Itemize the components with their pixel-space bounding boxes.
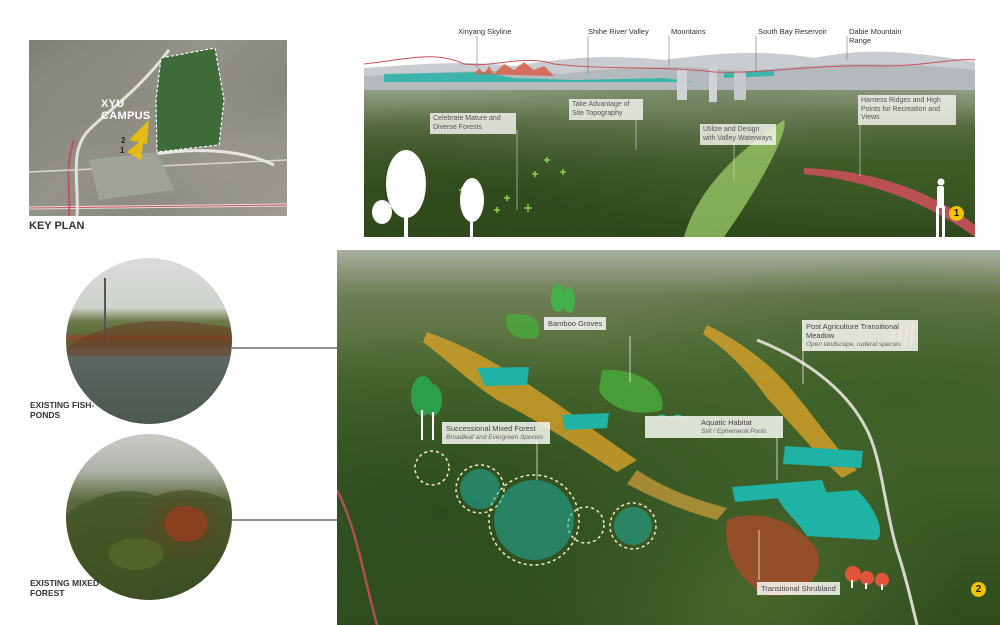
key-plan-overlay [29,47,287,216]
label-aquatic-habitat: Aquatic Habitat Still / Ephemeral Pools [645,416,783,438]
skyline-label-dabie: Dabie Mountain Range [849,27,902,45]
aerial-view: Bamboo Groves Post Agriculture Transitio… [337,250,1000,625]
forest-label-line2: FOREST [30,588,65,598]
meadow-title: Post Agriculture Transitional Meadow [806,322,899,340]
aquatic-subtitle: Still / Ephemeral Pools [701,428,767,435]
forest-title: Successional Mixed Forest [446,424,536,433]
callout-ridges: Harness Ridges and High Points for Recre… [858,95,956,125]
skyline-label-mountains: Mountains [671,27,706,36]
skyline-label-shihe-river: Shihe River Valley [588,27,649,36]
forest-subtitle: Broadleaf and Evergreen Species [446,434,544,441]
skyline-label-xinyang: Xinyang Skyline [458,27,512,36]
forest-label-line1: EXISTING MIXED [30,578,99,588]
label-transitional-shrubland: Transitional Shrubland [757,582,840,595]
panorama-number-badge: 1 [949,206,964,221]
fishponds-photo [66,258,232,424]
label-bamboo-groves: Bamboo Groves [544,317,607,330]
callout-valley-waterways: Utilize and Design with Valley Waterways [700,124,776,145]
campus-label-line2: CAMPUS [101,110,151,122]
callout-mature-forests: Celebrate Mature and Diverse Forests [430,113,516,134]
aquatic-title: Aquatic Habitat [701,418,752,427]
meadow-subtitle: Open landscape, ruderal species [806,341,902,348]
campus-label-line1: XYU [101,98,125,110]
aerial-overlay [337,284,919,625]
skyline-label-south-bay: South Bay Reservoir [758,27,827,36]
mixed-forest-photo [66,434,232,600]
aerial-number-badge: 2 [971,582,986,597]
callout-site-topography: Take Advantage of Site Topography [569,99,643,120]
key-marker-1: 1 [120,146,125,155]
panorama-view: Xinyang Skyline Shihe River Valley Mount… [364,20,975,237]
fishponds-label-line2: PONDS [30,410,61,420]
key-marker-2: 2 [121,136,126,145]
fishponds-label-line1: EXISTING FISH- [30,400,95,410]
key-plan-map: XYU CAMPUS 2 1 [29,40,287,216]
label-transitional-meadow: Post Agriculture Transitional Meadow Ope… [802,320,918,351]
key-plan-caption: KEY PLAN [29,220,85,232]
panorama-overlay [364,36,975,237]
label-successional-forest: Successional Mixed Forest Broadleaf and … [442,422,550,444]
